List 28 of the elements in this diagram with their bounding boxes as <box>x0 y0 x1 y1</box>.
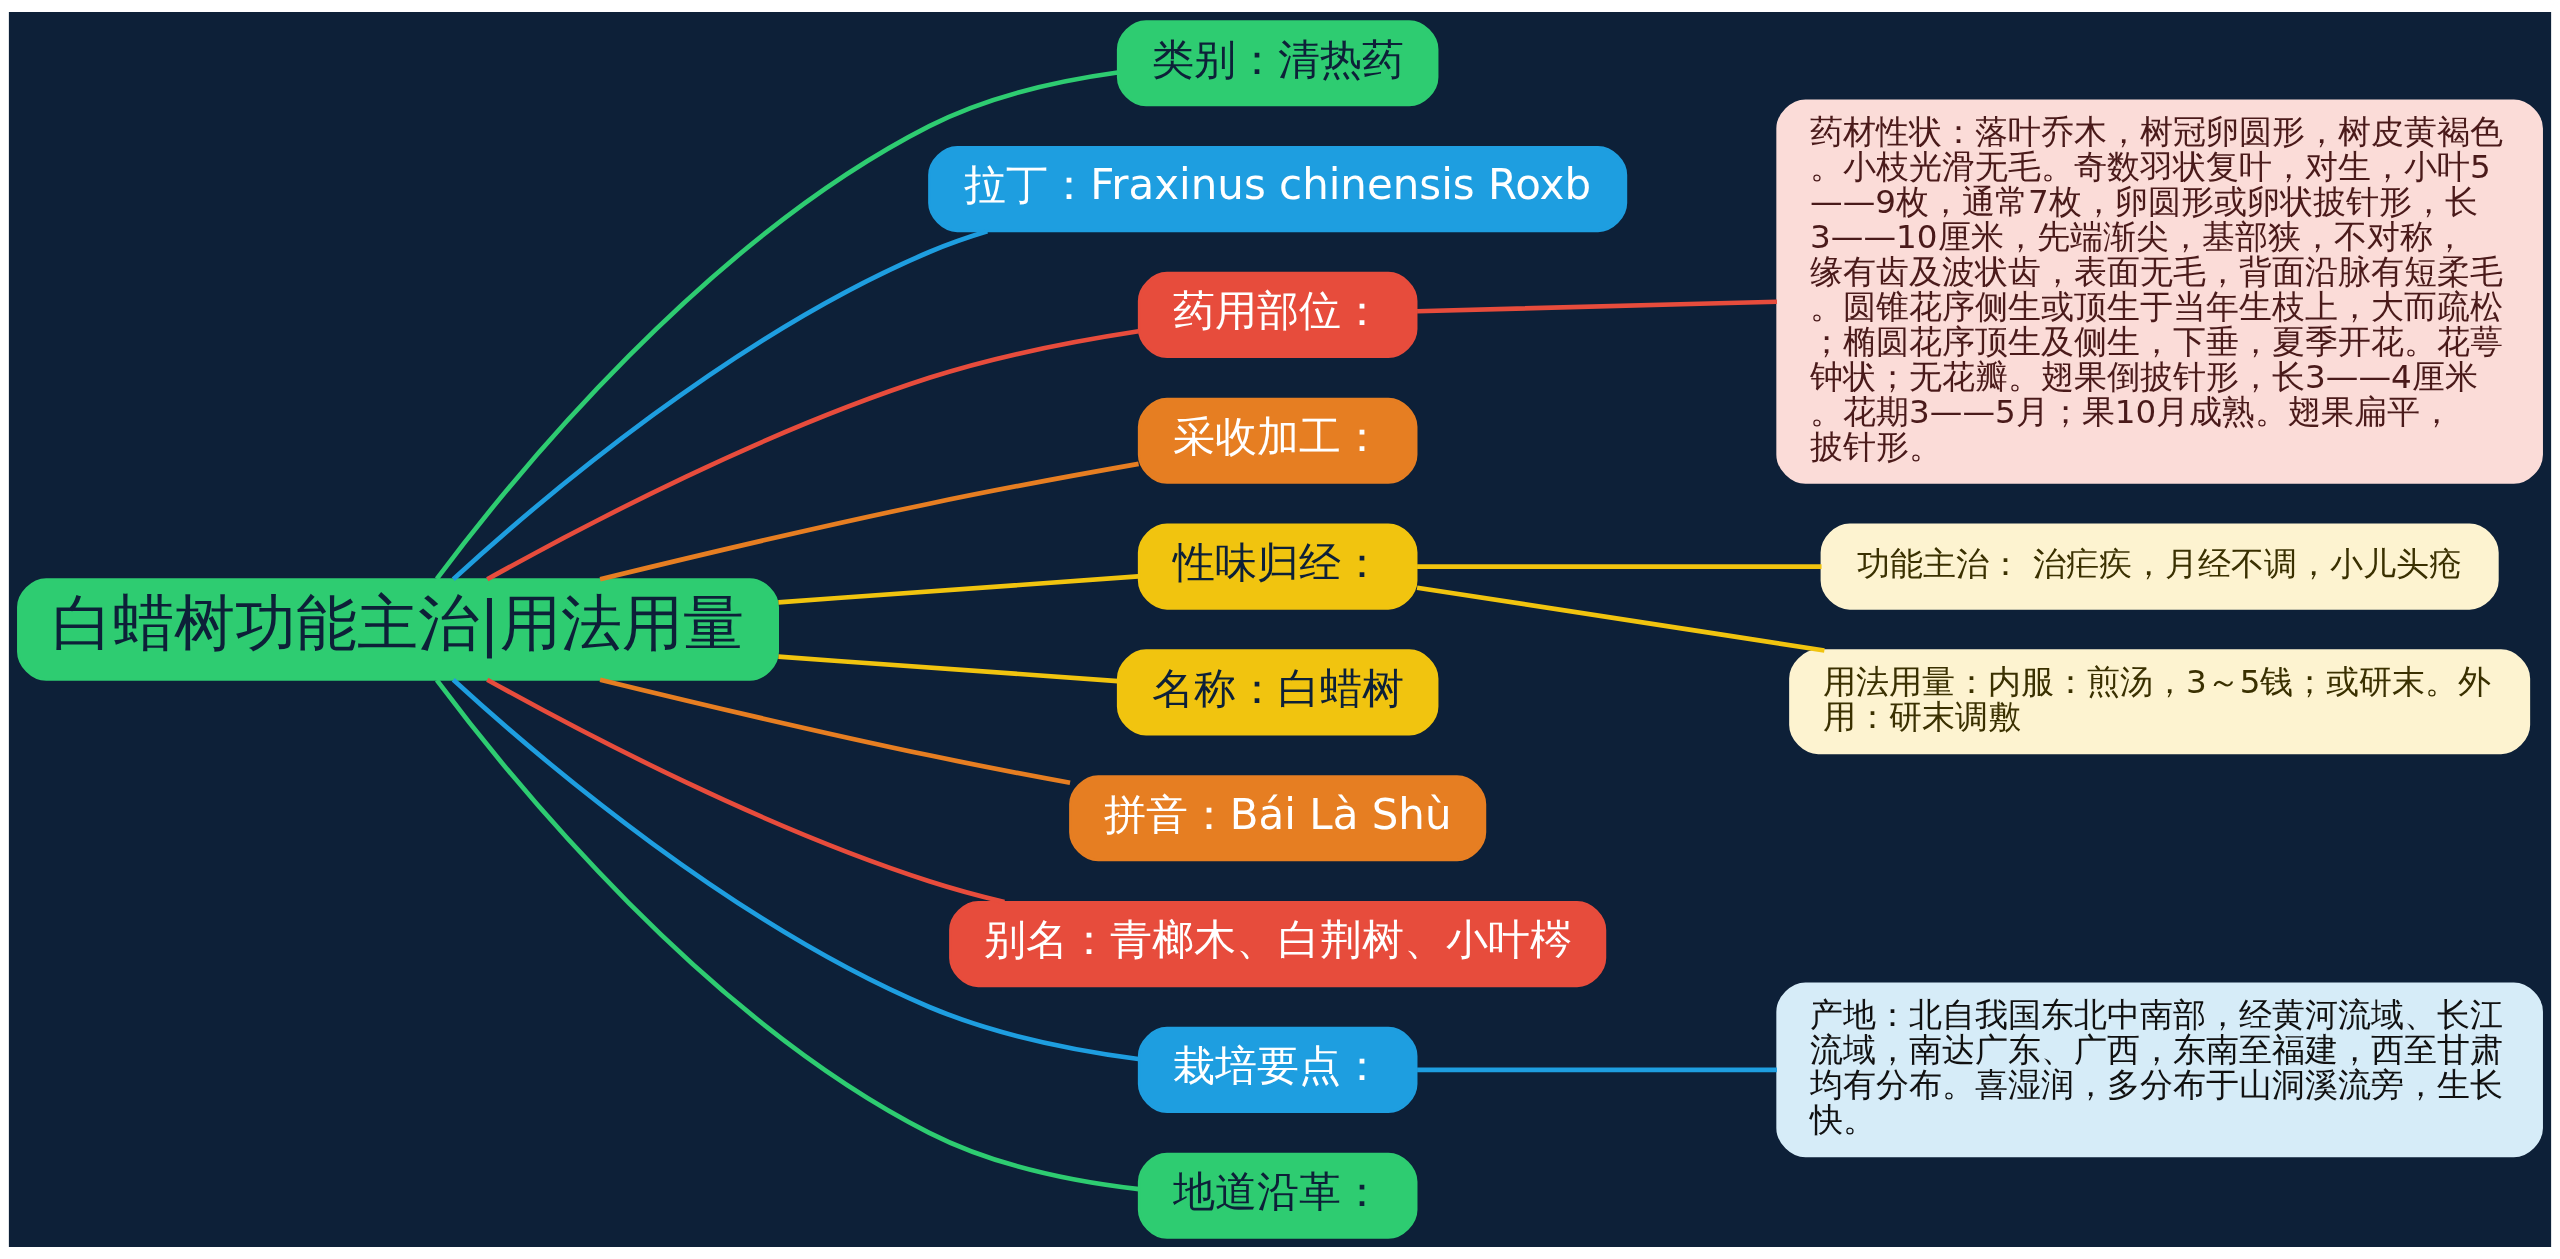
node-box: 药用部位： <box>1137 271 1418 359</box>
connector <box>1417 1067 1777 1073</box>
node-box: 白蜡树功能主治|用法用量 <box>17 578 779 681</box>
connector <box>1417 299 1778 314</box>
node-box: 采收加工： <box>1137 397 1418 484</box>
connector <box>778 574 1139 605</box>
connector <box>1417 564 1822 569</box>
node-box: 地道沿革： <box>1137 1152 1418 1239</box>
connector <box>778 654 1118 684</box>
node-box: 功能主治： 治疟疾，月经不调，小儿头疮 <box>1820 523 2499 610</box>
node-box: 药材性状：落叶乔木，树冠卵圆形，树皮黄褐色。小枝光滑无毛。奇数羽状复叶，对生，小叶5——9枚，通常7枚，卵圆形或卵状披针形，长3——10厘米，先端渐尖，基部狭，不对称，缘有齿及波状齿，表面无毛，背面沿脉有短柔毛。圆锥花序侧生或顶生于当年生枝上，大而疏松；椭圆花序顶生及侧生，下垂，夏季开花。花萼钟状；无花瓣。翅果倒披针形，长3——4厘米。花期3——5月；果10月成熟。翅果扁平，披针形。 <box>1776 99 2543 484</box>
connector <box>451 678 1139 1062</box>
connector <box>599 677 1071 786</box>
connector <box>434 70 1118 581</box>
connector <box>434 678 1140 1192</box>
node-box: 产地：北自我国东北中南部，经黄河流域、长江流域，南达广东、广西，东南至福建，西至甘肃均有分布。喜湿润，多分布于山洞溪流旁，生长快。 <box>1776 982 2543 1158</box>
node-box: 别名：青榔木、白荆树、小叶梣 <box>949 900 1607 988</box>
node-box: 拼音：Bái Là Shù <box>1069 775 1487 862</box>
node-box: 类别：清热药 <box>1116 20 1439 107</box>
node-box: 拉丁：Fraxinus chinensis Roxb <box>928 146 1628 233</box>
connector <box>599 461 1139 582</box>
connector <box>486 328 1139 582</box>
node-box: 用法用量：内服：煎汤，3～5钱；或研末。外用：研末调敷 <box>1789 649 2531 755</box>
connector <box>451 229 988 581</box>
connector <box>1416 585 1825 653</box>
node-box: 名称：白蜡树 <box>1116 649 1439 736</box>
node-box: 性味归经： <box>1137 523 1418 610</box>
node-box: 栽培要点： <box>1137 1026 1418 1113</box>
